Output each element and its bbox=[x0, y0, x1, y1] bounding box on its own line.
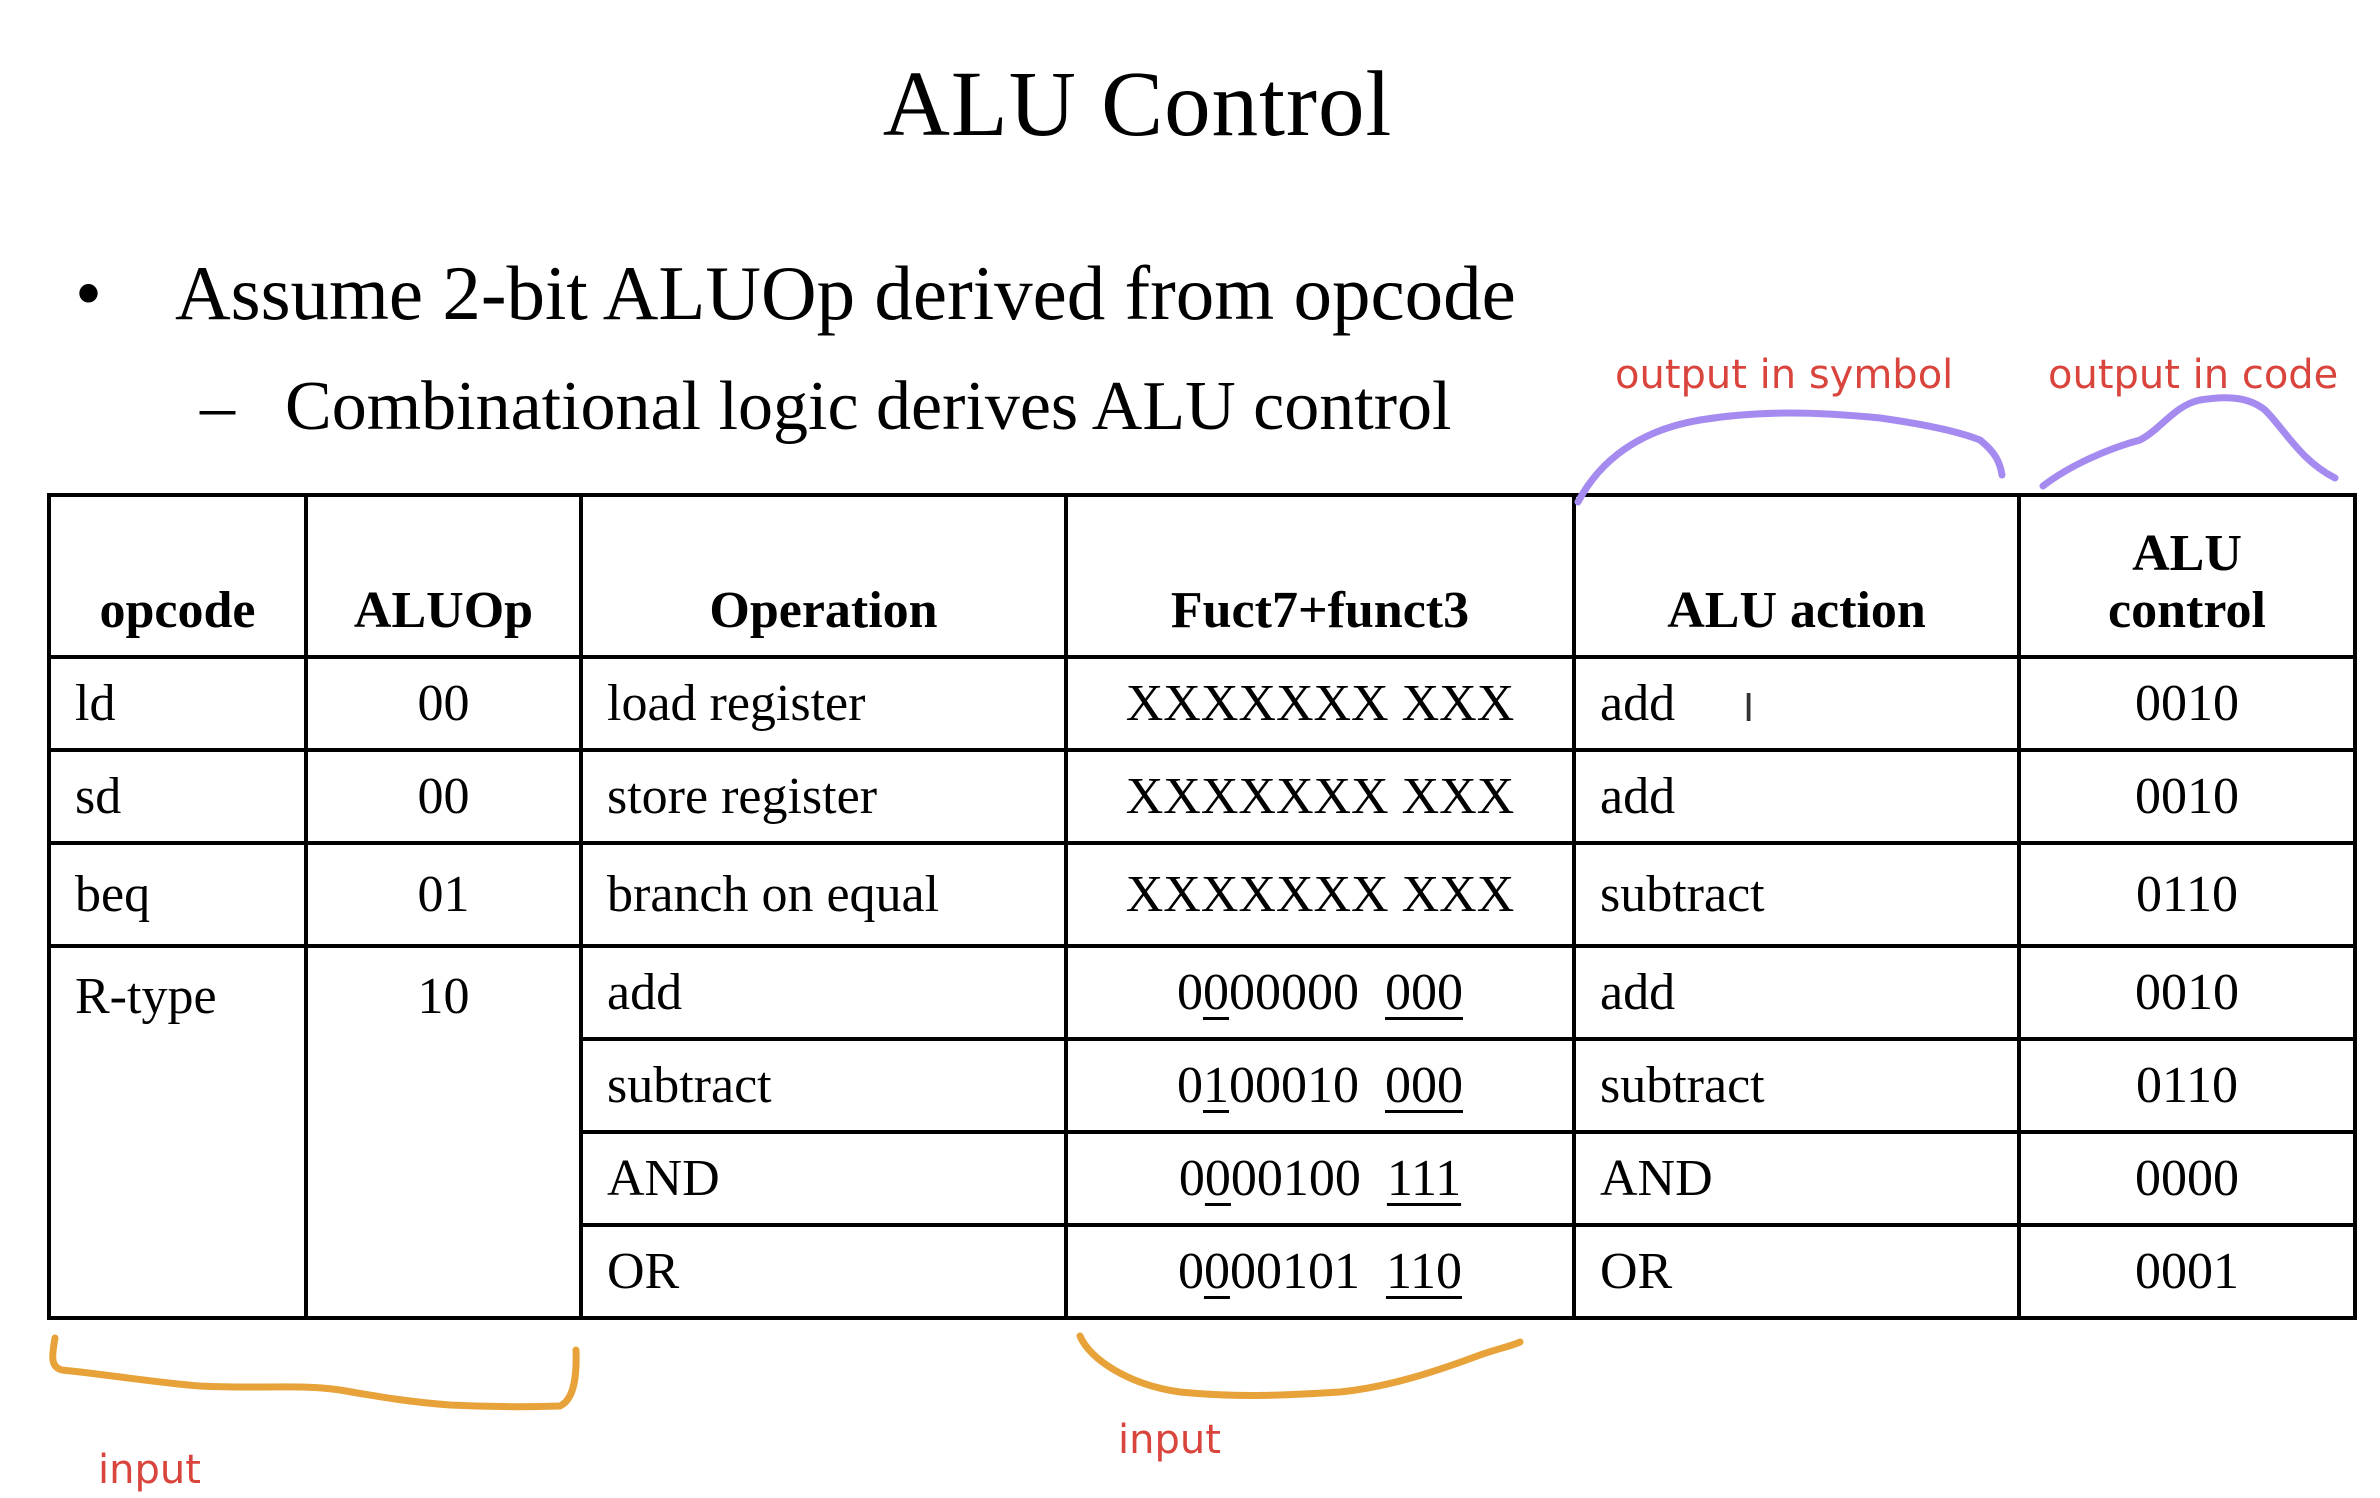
cell-aluop: 00 bbox=[304, 748, 583, 845]
funct7-bit6: 0 bbox=[1178, 1149, 1205, 1207]
funct7-bit5: 0 bbox=[1203, 1242, 1230, 1300]
funct3-bits: 000 bbox=[1385, 963, 1463, 1021]
funct7-bit6: 0 bbox=[1177, 963, 1203, 1021]
header-opcode: opcode bbox=[47, 493, 308, 659]
funct7-bit5: 0 bbox=[1203, 963, 1229, 1021]
annotation-output-symbol: output in symbol bbox=[1615, 352, 1954, 398]
cell-funct: 0000100 111 bbox=[1064, 1130, 1576, 1227]
funct7-bit5: 0 bbox=[1204, 1149, 1231, 1207]
cell-alu-action: add bbox=[1572, 655, 2021, 752]
cell-aluop: 01 bbox=[304, 841, 583, 948]
cell-opcode-rtype: R-type bbox=[47, 944, 308, 1320]
cell-alu-action: subtract bbox=[1572, 1037, 2021, 1134]
header-alu-control-line1: ALU bbox=[2132, 524, 2242, 582]
funct7-rest: 00101 bbox=[1229, 1242, 1360, 1300]
cell-funct: 0000101 110 bbox=[1064, 1223, 1576, 1320]
cell-funct: XXXXXXX XXX bbox=[1064, 655, 1576, 752]
cell-alu-action: OR bbox=[1572, 1223, 2021, 1320]
cell-alu-action: add bbox=[1572, 944, 2021, 1041]
funct7-bit5: 1 bbox=[1203, 1056, 1229, 1114]
cell-alu-control: 0010 bbox=[2017, 944, 2357, 1041]
cell-opcode: beq bbox=[47, 841, 308, 948]
header-alu-control-line2: control bbox=[2108, 581, 2266, 639]
table-row: AND 0000100 111 AND 0000 bbox=[49, 1130, 2357, 1227]
cell-funct: XXXXXXX XXX bbox=[1064, 748, 1576, 845]
table-row: beq 01 branch on equal XXXXXXX XXX subtr… bbox=[47, 841, 2357, 948]
cell-operation: load register bbox=[579, 655, 1068, 752]
cell-alu-control: 0000 bbox=[2017, 1130, 2357, 1227]
alu-control-table: opcode ALUOp Operation Fuct7+funct3 ALU … bbox=[47, 493, 2357, 1320]
funct3-bits: 111 bbox=[1386, 1149, 1462, 1207]
cell-funct: 0000000 000 bbox=[1064, 944, 1576, 1041]
funct7-rest: 00100 bbox=[1230, 1149, 1361, 1207]
cell-opcode: ld bbox=[47, 655, 308, 752]
cell-operation: store register bbox=[579, 748, 1068, 845]
cell-opcode: sd bbox=[47, 748, 308, 845]
table-row: sd 00 store register XXXXXXX XXX add 001… bbox=[47, 748, 2357, 845]
header-alu-action: ALU action bbox=[1572, 493, 2021, 659]
bullet-point: •Assume 2-bit ALUOp derived from opcode bbox=[75, 255, 1516, 332]
funct3-bits: 110 bbox=[1385, 1242, 1463, 1300]
table-row: OR 0000101 110 OR 0001 bbox=[49, 1223, 2357, 1320]
funct7-rest: 00000 bbox=[1229, 963, 1359, 1021]
header-funct: Fuct7+funct3 bbox=[1064, 493, 1576, 659]
annotation-output-code: output in code bbox=[2048, 352, 2339, 398]
funct3-bits: 000 bbox=[1385, 1056, 1463, 1114]
cell-alu-control: 0001 bbox=[2017, 1223, 2357, 1320]
table-row: subtract 0100010 000 subtract 0110 bbox=[49, 1037, 2357, 1134]
funct7-bit6: 0 bbox=[1177, 1242, 1204, 1300]
orange-brace-input-left bbox=[49, 1334, 580, 1411]
cell-alu-control: 0110 bbox=[2017, 841, 2357, 948]
cell-operation: branch on equal bbox=[579, 841, 1068, 948]
table-header-row: opcode ALUOp Operation Fuct7+funct3 ALU … bbox=[47, 493, 2357, 659]
cell-funct: 0100010 000 bbox=[1064, 1037, 1576, 1134]
bullet-marker: • bbox=[75, 250, 102, 336]
slide-title: ALU Control bbox=[882, 53, 1393, 156]
bullet-text: Assume 2-bit ALUOp derived from opcode bbox=[175, 250, 1516, 336]
header-aluop: ALUOp bbox=[304, 493, 583, 659]
cell-alu-action: add bbox=[1572, 748, 2021, 845]
annotation-input-left: input bbox=[98, 1447, 201, 1493]
purple-brace-output-symbol bbox=[1574, 409, 2006, 506]
cell-operation: OR bbox=[579, 1223, 1068, 1320]
cell-alu-control: 0010 bbox=[2017, 748, 2357, 845]
cell-alu-action: AND bbox=[1572, 1130, 2021, 1227]
sub-bullet-marker: – bbox=[200, 368, 235, 445]
text-cursor-icon: I bbox=[1743, 686, 1755, 730]
cell-aluop-rtype: 10 bbox=[304, 944, 583, 1320]
orange-brace-input-mid bbox=[1076, 1332, 1524, 1399]
funct7-bit6: 0 bbox=[1177, 1056, 1203, 1114]
cell-alu-control: 0110 bbox=[2017, 1037, 2357, 1134]
table-row: ld 00 load register XXXXXXX XXX add 0010 bbox=[47, 655, 2357, 752]
purple-brace-output-code bbox=[2039, 394, 2339, 490]
annotation-input-mid: input bbox=[1118, 1417, 1221, 1463]
cell-operation: add bbox=[579, 944, 1068, 1041]
cell-aluop: 00 bbox=[304, 655, 583, 752]
funct7-rest: 00010 bbox=[1229, 1056, 1359, 1114]
sub-bullet-point: –Combinational logic derives ALU control bbox=[200, 372, 1451, 442]
cell-funct: XXXXXXX XXX bbox=[1064, 841, 1576, 948]
cell-operation: AND bbox=[579, 1130, 1068, 1227]
cell-operation: subtract bbox=[579, 1037, 1068, 1134]
sub-bullet-text: Combinational logic derives ALU control bbox=[285, 368, 1452, 445]
header-operation: Operation bbox=[579, 493, 1068, 659]
cell-alu-control: 0010 bbox=[2017, 655, 2357, 752]
table-row: R-type 10 add 0000000 000 add 0010 bbox=[47, 944, 2357, 1320]
cell-alu-action: subtract bbox=[1572, 841, 2021, 948]
